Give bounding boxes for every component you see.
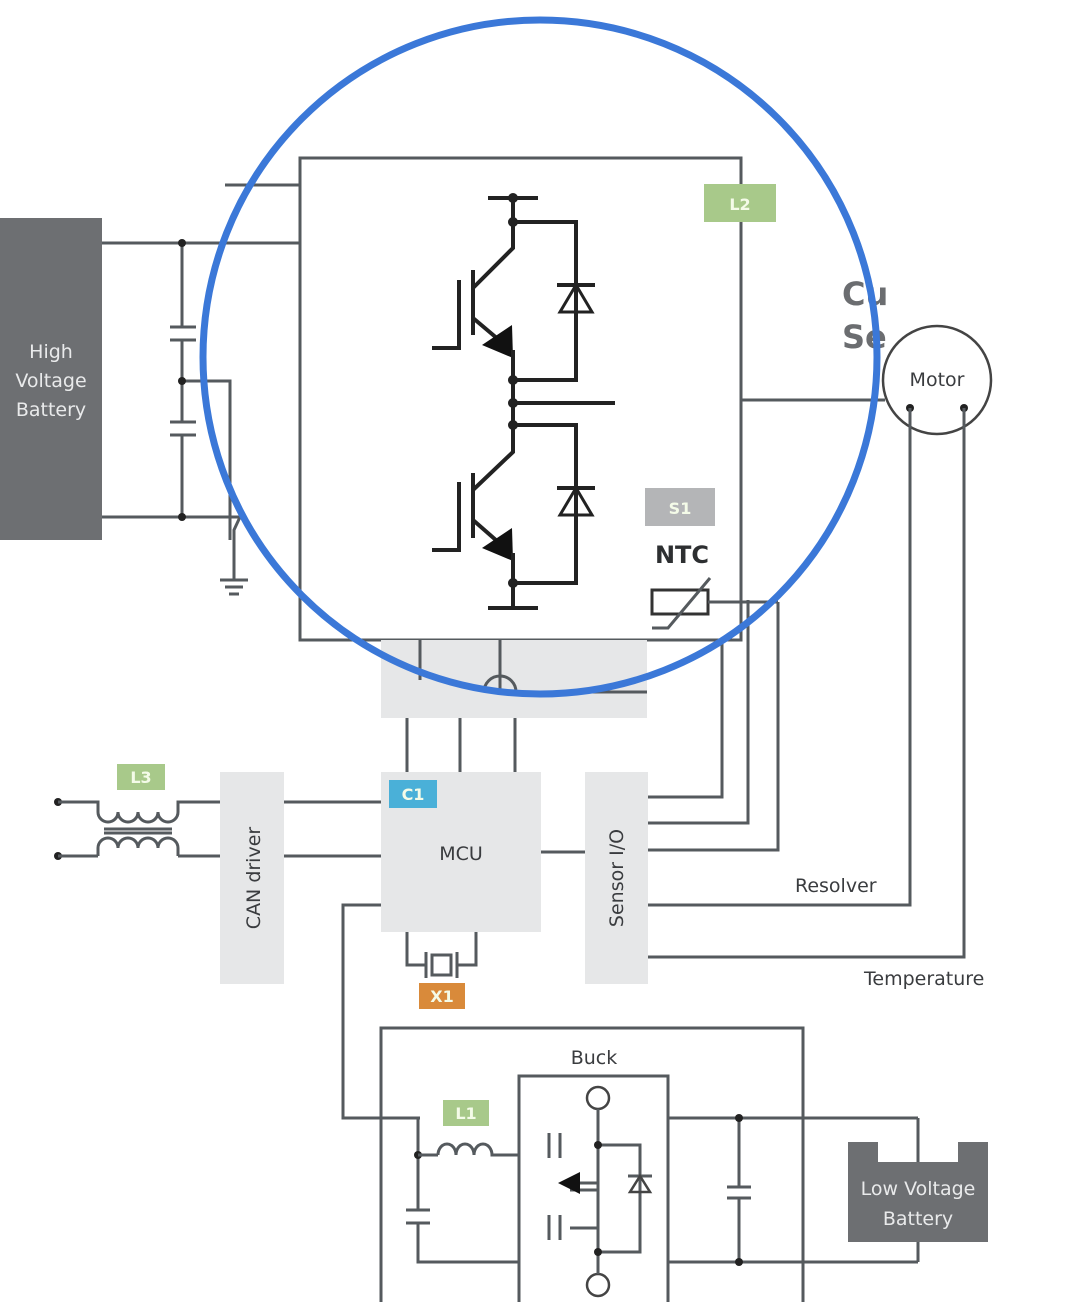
svg-text:X1: X1 [430, 987, 453, 1006]
ground-icon [220, 578, 248, 596]
can-driver-label: CAN driver [243, 827, 265, 930]
ntc-label: NTC [655, 541, 709, 569]
tag-c1: C1 [389, 780, 437, 808]
lv-battery[interactable]: Low Voltage Battery [848, 1118, 988, 1262]
igbt-low-side [432, 420, 595, 610]
tag-s1: S1 [645, 488, 715, 526]
freewheel-diode-icon [557, 485, 595, 517]
motor[interactable]: Motor [881, 324, 993, 436]
svg-text:L2: L2 [729, 195, 750, 214]
temperature-label: Temperature [863, 968, 984, 990]
hv-battery-label-1: High [29, 341, 73, 363]
lv-battery-label-2: Battery [883, 1208, 953, 1230]
power-module[interactable]: L2 S1 NTC [298, 156, 778, 642]
tag-l3: L3 [117, 764, 165, 790]
crystal-oscillator-icon [405, 932, 478, 978]
buck-converter[interactable]: L1 [406, 1074, 918, 1302]
hv-battery-label-3: Battery [16, 399, 86, 421]
mcu-label: MCU [439, 843, 483, 865]
gate-driver[interactable] [381, 640, 647, 772]
buck-label: Buck [571, 1047, 618, 1069]
dc-link-capacitors [102, 183, 300, 596]
svg-text:L1: L1 [455, 1104, 476, 1123]
diode-icon [627, 1173, 653, 1194]
hv-battery-label-2: Voltage [15, 370, 86, 392]
magnifier-ring [199, 16, 881, 698]
svg-text:S1: S1 [669, 499, 692, 518]
power-supply-section: Buck [379, 1026, 805, 1302]
sensor-io-label: Sensor I/O [606, 829, 628, 927]
lv-battery-label-1: Low Voltage [861, 1178, 976, 1200]
current-sensor: Cu Se [842, 275, 888, 356]
svg-text:L3: L3 [130, 768, 151, 787]
resolver-label: Resolver [795, 875, 877, 897]
freewheel-diode-icon [557, 282, 595, 314]
ntc-thermistor-icon [650, 577, 778, 630]
motor-label: Motor [910, 369, 965, 391]
sensor-io[interactable]: Sensor I/O [585, 772, 648, 984]
can-common-mode-choke: L3 [54, 764, 220, 860]
svg-text:C1: C1 [402, 785, 425, 804]
tag-l1: L1 [443, 1100, 489, 1126]
can-driver[interactable]: CAN driver [220, 772, 284, 984]
sensor-wires [648, 408, 966, 959]
tag-x1: X1 [419, 983, 465, 1009]
mcu[interactable]: MCU C1 [381, 772, 541, 932]
igbt-high-side [432, 193, 595, 385]
tag-l2: L2 [704, 184, 776, 222]
hv-battery[interactable]: High Voltage Battery [0, 218, 102, 540]
